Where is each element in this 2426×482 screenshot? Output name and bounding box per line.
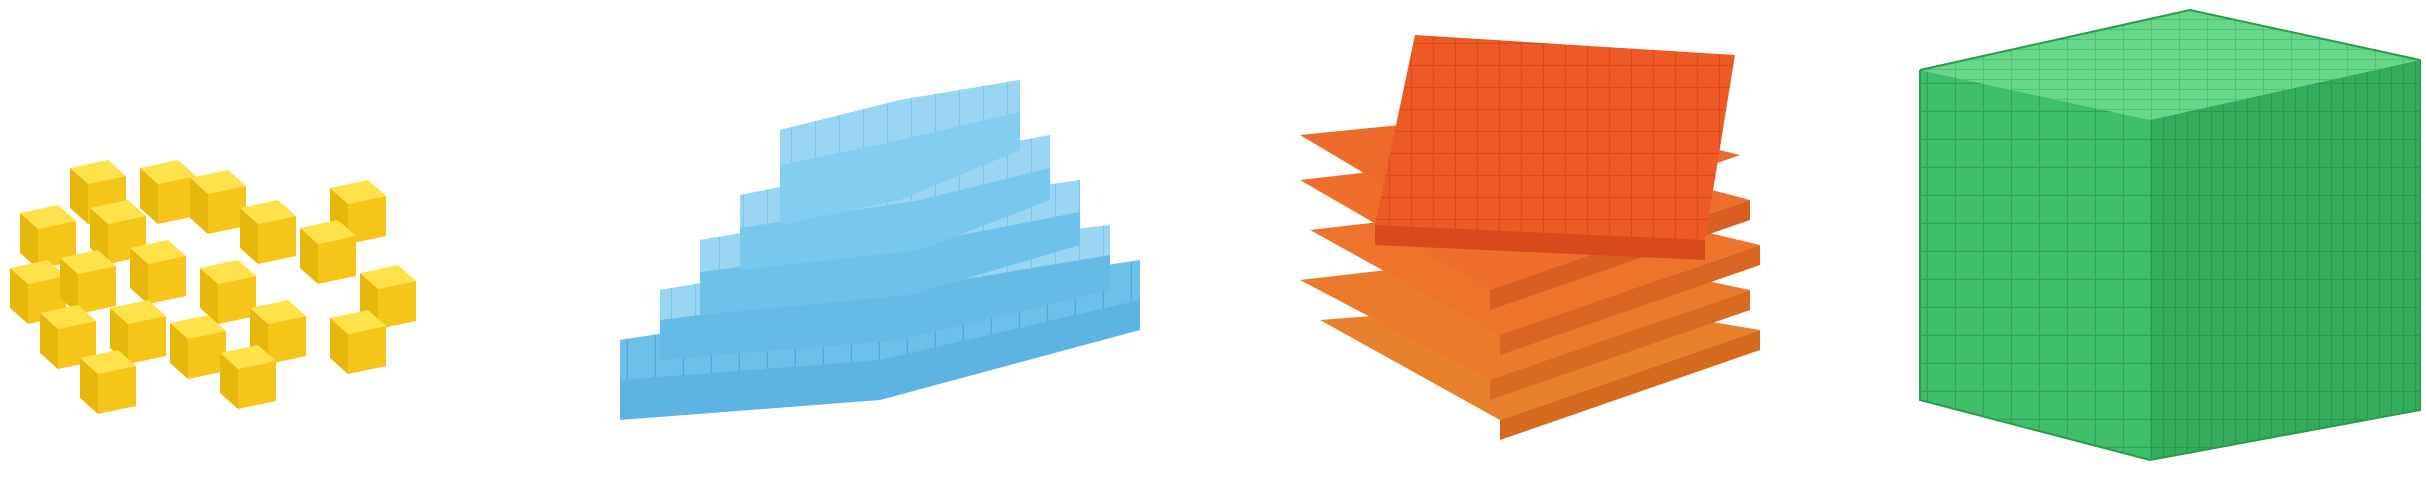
thousand-cube-icon <box>1919 8 2421 462</box>
cube-front-face <box>1920 70 2150 460</box>
ten-rods-staircase <box>600 0 1160 482</box>
cube-side-face <box>2150 60 2420 460</box>
ten-rod-icon <box>620 80 1140 420</box>
unit-cubes-pile <box>0 0 470 482</box>
thousand-cube-block <box>1900 0 2426 482</box>
cube-outline <box>1919 8 2421 462</box>
rods-layer-5 <box>780 80 1020 225</box>
hundred-flat-icon <box>1300 35 1760 440</box>
hundred-flats-stack <box>1280 0 1780 482</box>
unit-cube-icon <box>10 160 416 414</box>
flat-layer-top <box>1375 35 1735 260</box>
unit-cubes-cluster <box>10 160 416 414</box>
cube-top-face <box>1920 10 2420 120</box>
